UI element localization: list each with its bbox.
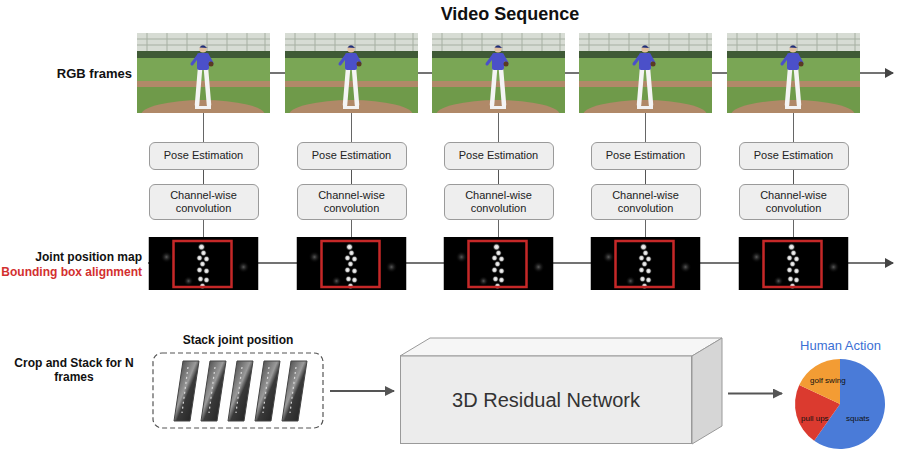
- side-label: Bounding box alignment: [0, 265, 142, 279]
- connector: [645, 170, 646, 184]
- stacked-map: [228, 361, 253, 421]
- side-label: RGB frames: [8, 66, 132, 82]
- leader-lines: [204, 113, 794, 237]
- box-text: Channel-wise convolution: [596, 189, 696, 215]
- process-box: Pose Estimation: [149, 142, 259, 170]
- block-text: 3D Residual Network: [400, 356, 692, 444]
- connector: [203, 170, 204, 184]
- stacked-map: [255, 361, 280, 421]
- stacked-map: [174, 361, 199, 421]
- process-box: Channel-wise convolution: [591, 184, 701, 220]
- joint-streak: [263, 367, 269, 413]
- box-text: Channel-wise convolution: [449, 189, 549, 215]
- stack-illustration: [152, 333, 324, 429]
- connector: [728, 393, 782, 395]
- cube-top: [400, 338, 722, 356]
- box-text: Channel-wise convolution: [154, 189, 254, 215]
- cube-side: [692, 338, 722, 444]
- box-text: Channel-wise convolution: [302, 189, 402, 215]
- box-text: Pose Estimation: [164, 149, 243, 162]
- joint-map: [444, 237, 554, 290]
- connector: [793, 170, 794, 184]
- slice-label: squats: [846, 414, 886, 423]
- joint-maps: [149, 237, 849, 290]
- process-box: Channel-wise convolution: [444, 184, 554, 220]
- process-box: Channel-wise convolution: [149, 184, 259, 220]
- diagram-title: Video Sequence: [360, 4, 660, 25]
- process-box: Channel-wise convolution: [739, 184, 849, 220]
- joint-map: [149, 237, 259, 290]
- box-text: Pose Estimation: [459, 149, 538, 162]
- process-box: Pose Estimation: [739, 142, 849, 170]
- joint-streak: [290, 367, 296, 413]
- cube-front: [401, 356, 692, 444]
- connector: [330, 390, 394, 392]
- side-label: Joint position map: [4, 250, 142, 264]
- joint-map: [297, 237, 407, 290]
- pie-chart: [788, 336, 893, 451]
- stacked-map: [201, 361, 226, 421]
- box-text: Pose Estimation: [754, 149, 833, 162]
- box-text: Channel-wise convolution: [744, 189, 844, 215]
- process-box: Pose Estimation: [444, 142, 554, 170]
- joint-streak: [236, 367, 242, 413]
- joint-streak: [182, 367, 188, 413]
- box-text: Pose Estimation: [606, 149, 685, 162]
- box-text: Pose Estimation: [312, 149, 391, 162]
- network-block: 3D Residual Network: [400, 338, 722, 444]
- connector: [498, 170, 499, 184]
- group-heading: Stack joint position: [152, 333, 324, 347]
- dashed-border: [153, 353, 323, 428]
- connector: [351, 170, 352, 184]
- chart-heading: Human Action: [788, 338, 893, 353]
- process-box: Pose Estimation: [591, 142, 701, 170]
- joint-map: [591, 237, 701, 290]
- process-box: Pose Estimation: [297, 142, 407, 170]
- slice-label: pull ups: [801, 414, 841, 423]
- pie-chart-node: Human Action golf swing pull ups squats: [788, 336, 893, 451]
- side-label: Crop and Stack for N frames: [10, 356, 138, 385]
- joint-streak: [209, 367, 215, 413]
- stacked-map: [282, 361, 307, 421]
- joint-map: [739, 237, 849, 290]
- slice-label: golf swing: [810, 376, 850, 385]
- stack-group: Stack joint position: [152, 333, 324, 429]
- process-box: Channel-wise convolution: [297, 184, 407, 220]
